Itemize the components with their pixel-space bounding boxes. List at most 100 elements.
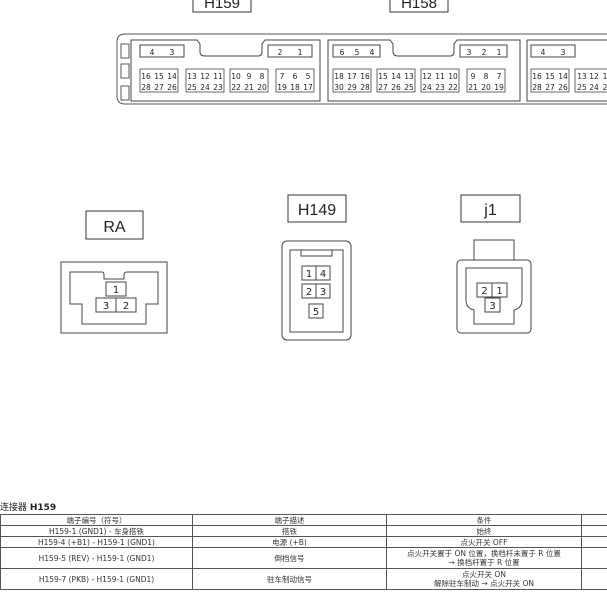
svg-text:1: 1 (497, 48, 502, 57)
svg-text:2: 2 (482, 48, 487, 57)
h159-label-box: H159 (192, 0, 252, 13)
svg-text:16: 16 (141, 72, 151, 81)
table-row: H159-7 (PKB) - H159-1 (GND1) 驻车制动信号 点火开关… (0, 568, 607, 590)
svg-text:3: 3 (320, 287, 326, 298)
table-row: H159-5 (REV) - H159-1 (GND1) 倒档信号 点火开关置于… (0, 547, 607, 569)
header-terminal: 端子编号（符号） (0, 514, 193, 526)
header-extra (581, 514, 607, 526)
svg-text:22: 22 (448, 83, 458, 92)
ra-label-box: RA (85, 210, 144, 240)
condition-line: → 换档杆置于 R 位置 (448, 558, 520, 567)
svg-text:11: 11 (435, 72, 445, 81)
svg-text:18: 18 (290, 83, 300, 92)
cell-condition: 始终 (386, 525, 582, 537)
cell-condition: 点火开关 ON 解除驻车制动 → 点火开关 ON (386, 568, 582, 590)
h149-connector (281, 240, 352, 341)
svg-text:3: 3 (103, 301, 109, 312)
cell-description: 倒档信号 (192, 547, 387, 569)
svg-text:10: 10 (231, 72, 241, 81)
svg-text:21: 21 (468, 83, 478, 92)
svg-text:10: 10 (448, 72, 458, 81)
svg-text:19: 19 (277, 83, 287, 92)
cell-terminal: H159-1 (GND1) - 车身搭铁 (0, 525, 193, 537)
svg-text:27: 27 (154, 83, 164, 92)
svg-text:9: 9 (471, 72, 476, 81)
svg-text:2: 2 (278, 48, 283, 57)
svg-text:6: 6 (340, 48, 345, 57)
svg-text:27: 27 (545, 83, 555, 92)
third-ecu-block (526, 39, 607, 102)
svg-text:26: 26 (167, 83, 177, 92)
cell-terminal: H159-5 (REV) - H159-1 (GND1) (0, 547, 193, 569)
svg-text:30: 30 (334, 83, 344, 92)
svg-text:5: 5 (313, 307, 319, 318)
svg-text:15: 15 (545, 72, 555, 81)
svg-text:20: 20 (257, 83, 267, 92)
table-title: 连接器 H159 (0, 500, 56, 513)
table-row: H159-1 (GND1) - 车身搭铁 搭铁 始终 (0, 525, 607, 537)
svg-text:1: 1 (496, 286, 502, 297)
h149-label: H149 (298, 202, 336, 219)
connector-diagram: H159 H158 4 3 2 1 16 15 14 13 12 11 10 (60, 0, 607, 341)
h158-label: H158 (401, 0, 437, 12)
svg-text:13: 13 (404, 72, 414, 81)
h158-ecu-block (327, 39, 521, 102)
svg-text:24: 24 (589, 83, 599, 92)
svg-text:3: 3 (489, 301, 495, 312)
svg-text:1: 1 (603, 72, 607, 81)
svg-text:2: 2 (603, 83, 607, 92)
svg-text:14: 14 (167, 72, 177, 81)
svg-text:6: 6 (293, 72, 298, 81)
svg-text:8: 8 (260, 72, 265, 81)
svg-text:15: 15 (154, 72, 164, 81)
j1-pins: 2 1 3 (481, 286, 502, 312)
condition-line: 点火开关置于 ON 位置，换档杆未置于 R 位置 (407, 549, 561, 558)
cell-condition: 点火开关 OFF (386, 536, 582, 548)
svg-text:26: 26 (391, 83, 401, 92)
h149-pins: 1 4 2 3 5 (306, 269, 326, 318)
pin-table: 端子编号（符号） 端子描述 条件 H159-1 (GND1) - 车身搭铁 搭铁… (0, 514, 607, 590)
header-description: 端子描述 (192, 514, 387, 526)
svg-text:19: 19 (494, 83, 504, 92)
svg-text:12: 12 (422, 72, 432, 81)
svg-text:2: 2 (481, 286, 487, 297)
svg-text:18: 18 (334, 72, 344, 81)
svg-text:23: 23 (435, 83, 445, 92)
header-condition: 条件 (386, 514, 582, 526)
svg-text:15: 15 (378, 72, 388, 81)
h159-pins: 4 3 2 1 16 15 14 13 12 11 10 9 8 7 6 5 2… (139, 48, 315, 93)
svg-text:26: 26 (558, 83, 568, 92)
svg-text:22: 22 (231, 83, 241, 92)
svg-text:13: 13 (187, 72, 197, 81)
ra-label: RA (103, 219, 126, 236)
svg-text:3: 3 (467, 48, 472, 57)
cell-terminal: H159-4 (+B1) - H159-1 (GND1) (0, 536, 193, 548)
j1-label: j1 (483, 202, 497, 219)
cell-condition: 点火开关置于 ON 位置，换档杆未置于 R 位置 → 换档杆置于 R 位置 (386, 547, 582, 569)
cell-extra (581, 547, 607, 569)
svg-text:2: 2 (123, 301, 129, 312)
svg-text:7: 7 (280, 72, 285, 81)
svg-text:21: 21 (244, 83, 254, 92)
svg-text:4: 4 (150, 48, 155, 57)
svg-text:14: 14 (558, 72, 568, 81)
svg-text:3: 3 (561, 48, 566, 57)
table-title-connector: H159 (29, 503, 57, 513)
j1-connector (456, 239, 532, 334)
h159-label: H159 (204, 0, 240, 12)
table-header-row: 端子编号（符号） 端子描述 条件 (0, 514, 607, 526)
h149-label-box: H149 (287, 194, 347, 223)
cell-description: 电源 (+B) (192, 536, 387, 548)
cell-terminal: H159-7 (PKB) - H159-1 (GND1) (0, 568, 193, 590)
ecu-connector-housing (116, 33, 607, 105)
svg-text:27: 27 (378, 83, 388, 92)
svg-text:1: 1 (298, 48, 303, 57)
svg-text:13: 13 (577, 72, 587, 81)
svg-text:1: 1 (306, 269, 312, 280)
cell-extra (581, 525, 607, 537)
svg-text:28: 28 (141, 83, 151, 92)
svg-text:12: 12 (200, 72, 210, 81)
ra-connector (60, 261, 168, 334)
h158-label-box: H158 (389, 0, 449, 13)
svg-text:20: 20 (481, 83, 491, 92)
